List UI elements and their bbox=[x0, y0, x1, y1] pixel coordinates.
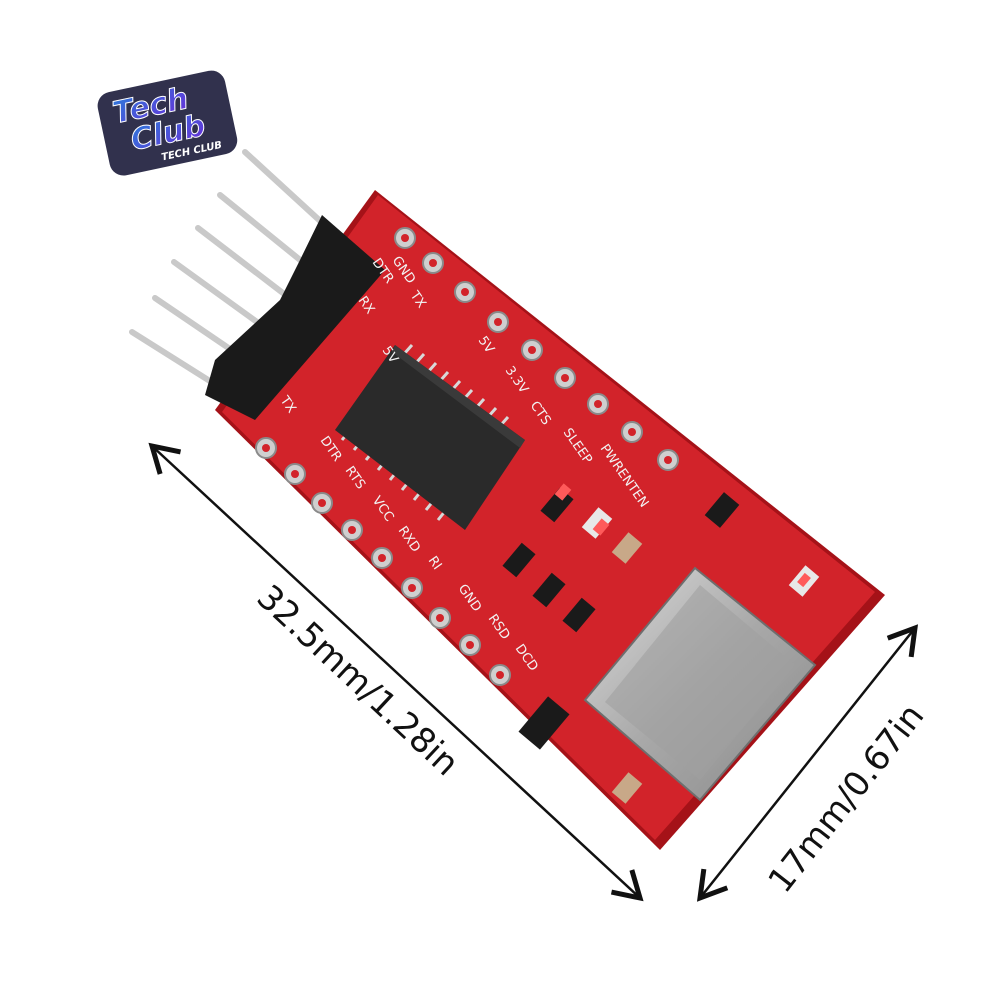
smd-components bbox=[502, 487, 820, 804]
tech-club-logo: Tech Club TECH CLUB bbox=[97, 70, 238, 176]
silkscreen-bottom-labels: DTR RTS VCC RXD RI GND RSD DCD bbox=[317, 434, 541, 674]
status-leds bbox=[554, 483, 811, 588]
ftdi-chip bbox=[335, 344, 525, 530]
usb-c-connector bbox=[583, 566, 817, 802]
pcb-board: GND DTR RX TX 5V 3.3V CTS SLEEP PWRENTEN… bbox=[205, 190, 885, 850]
width-label: 17mm/0.67in bbox=[761, 697, 933, 901]
pin-header bbox=[205, 215, 385, 420]
